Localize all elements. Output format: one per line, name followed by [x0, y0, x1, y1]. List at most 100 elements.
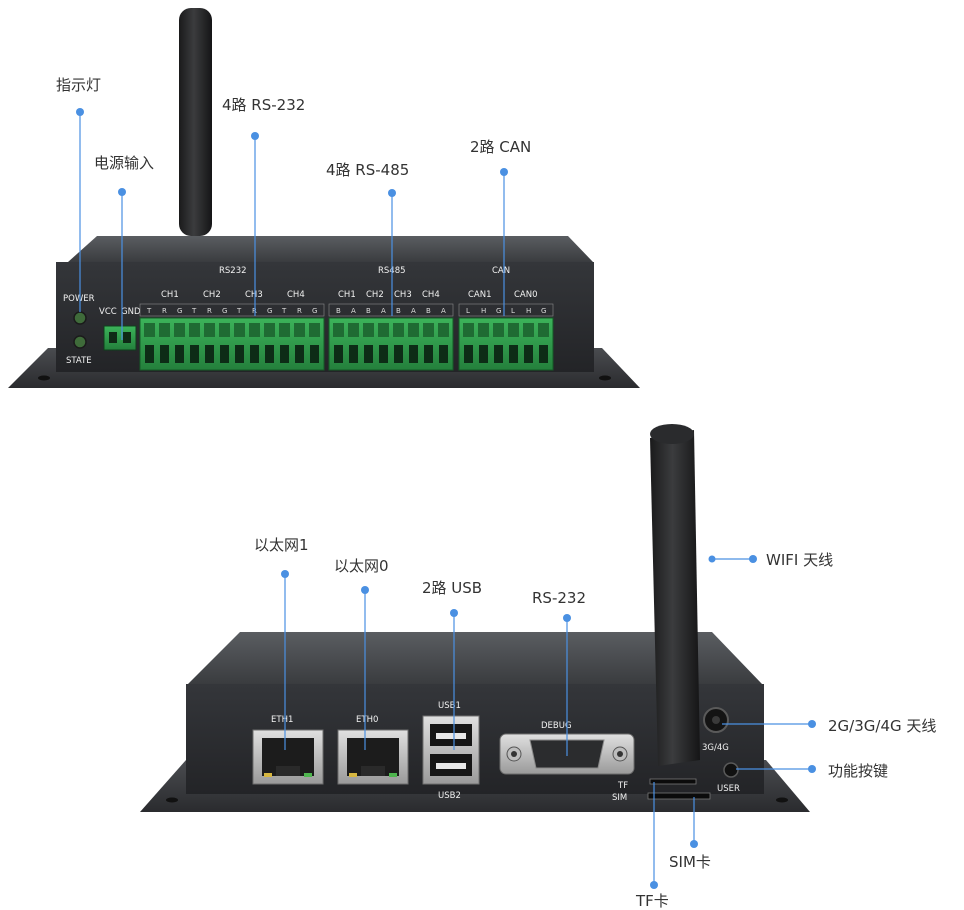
- rs232-wire-entry[interactable]: [160, 345, 169, 363]
- can-screw-slot[interactable]: [463, 323, 474, 337]
- rs485-pin-label: B: [336, 307, 341, 315]
- rs232-screw-slot[interactable]: [234, 323, 245, 337]
- debug-silk: DEBUG: [541, 721, 572, 731]
- rs232-wire-entry[interactable]: [145, 345, 154, 363]
- rs232-screw-slot[interactable]: [189, 323, 200, 337]
- callout-indicator: 指示灯: [56, 76, 101, 94]
- vcc-silk: VCC: [99, 307, 117, 317]
- can-wire-entry[interactable]: [464, 345, 473, 363]
- rs232-ch3-silk: CH3: [245, 290, 263, 300]
- rs232-wire-entry[interactable]: [175, 345, 184, 363]
- rs485-wire-entry[interactable]: [349, 345, 358, 363]
- rs232-wire-entry[interactable]: [280, 345, 289, 363]
- rs232-pin-label: R: [207, 307, 212, 315]
- rs232-pin-label: T: [236, 307, 242, 315]
- rs232-screw-slot[interactable]: [174, 323, 185, 337]
- callout-sim: SIM卡: [669, 853, 711, 871]
- leader-dot-eth0: [361, 586, 369, 594]
- rs485-wire-entry[interactable]: [439, 345, 448, 363]
- rs485-screw-slot[interactable]: [408, 323, 419, 337]
- rs232-wire-entry[interactable]: [295, 345, 304, 363]
- can1-silk: CAN1: [468, 290, 492, 300]
- leader-dot-eth1: [281, 570, 289, 578]
- rs232-wire-entry[interactable]: [310, 345, 319, 363]
- rs485-screw-slot[interactable]: [423, 323, 434, 337]
- rs232-screw-slot[interactable]: [204, 323, 215, 337]
- rs485-screw-slot[interactable]: [438, 323, 449, 337]
- can-screw-slot[interactable]: [493, 323, 504, 337]
- can-wire-entry[interactable]: [479, 345, 488, 363]
- front-antenna: [179, 8, 212, 236]
- rs485-pin-label: A: [411, 307, 416, 315]
- rs485-wire-entry[interactable]: [424, 345, 433, 363]
- rs485-wire-entry[interactable]: [409, 345, 418, 363]
- rs232-screw-slot[interactable]: [144, 323, 155, 337]
- tf-silk: TF: [617, 781, 628, 791]
- sim-card-slot[interactable]: [647, 792, 711, 800]
- can-pin-label: G: [496, 307, 501, 315]
- rs232-screw-slot[interactable]: [279, 323, 290, 337]
- leader-dot-rs485: [388, 189, 396, 197]
- leader-dot-indicator: [76, 108, 84, 116]
- antenna-3g4g-silk: 3G/4G: [702, 743, 729, 753]
- rs232-screw-slot[interactable]: [264, 323, 275, 337]
- can-wire-entry[interactable]: [509, 345, 518, 363]
- rs485-wire-entry[interactable]: [379, 345, 388, 363]
- rs232-pin-label: G: [267, 307, 272, 315]
- rs485-wire-entry[interactable]: [364, 345, 373, 363]
- rs232-pin-label: T: [146, 307, 152, 315]
- rs232-pin-frame: [139, 303, 325, 317]
- rs232-pin-label: T: [281, 307, 287, 315]
- rs232-terminal-body: [139, 317, 325, 371]
- rs232-wire-entry[interactable]: [205, 345, 214, 363]
- can-wire-entry[interactable]: [494, 345, 503, 363]
- can-pin-frame: [458, 303, 554, 317]
- can-wire-entry[interactable]: [524, 345, 533, 363]
- rs485-screw-slot[interactable]: [393, 323, 404, 337]
- rs232-terminal-block[interactable]: [139, 317, 325, 371]
- power-led: [73, 311, 87, 325]
- rs485-wire-entry[interactable]: [334, 345, 343, 363]
- eth1-port[interactable]: [252, 729, 324, 785]
- user-button[interactable]: [723, 762, 739, 778]
- rs232-wire-entry[interactable]: [235, 345, 244, 363]
- callout-power-input: 电源输入: [94, 154, 154, 172]
- rs232-wire-entry[interactable]: [220, 345, 229, 363]
- rs232-screw-slot[interactable]: [294, 323, 305, 337]
- usb-ports[interactable]: [422, 715, 480, 785]
- rs485-wire-entry[interactable]: [394, 345, 403, 363]
- rs232-wire-entry[interactable]: [265, 345, 274, 363]
- rs232-wire-entry[interactable]: [190, 345, 199, 363]
- leader-dot-function-key: [808, 765, 816, 773]
- can-wire-entry[interactable]: [539, 345, 548, 363]
- rs485-pin-label: B: [396, 307, 401, 315]
- back-device: ETH1 ETH0 USB1 USB2 DEBUG: [140, 424, 810, 812]
- can-screw-slot[interactable]: [478, 323, 489, 337]
- can-screw-slot[interactable]: [538, 323, 549, 337]
- rs232-screw-slot[interactable]: [219, 323, 230, 337]
- rs232-wire-entry[interactable]: [250, 345, 259, 363]
- rs485-pin-label: A: [351, 307, 356, 315]
- rs232-screw-slot[interactable]: [309, 323, 320, 337]
- can-terminal-block[interactable]: [458, 317, 554, 371]
- usb2-silk: USB2: [438, 791, 461, 801]
- front-top-face: [68, 236, 593, 262]
- leader-dot-wifi-b: [749, 555, 757, 563]
- rs485-screw-slot[interactable]: [333, 323, 344, 337]
- rs232-screw-slot[interactable]: [159, 323, 170, 337]
- power-input-connector[interactable]: [103, 325, 137, 351]
- eth0-port[interactable]: [337, 729, 409, 785]
- tf-card-slot[interactable]: [649, 778, 697, 785]
- rs232-ch1-silk: CH1: [161, 290, 179, 300]
- can-screw-slot[interactable]: [508, 323, 519, 337]
- rs232-screw-slot[interactable]: [249, 323, 260, 337]
- rs485-pin-label: A: [381, 307, 386, 315]
- rs485-terminal-block[interactable]: [328, 317, 454, 371]
- rs485-screw-slot[interactable]: [348, 323, 359, 337]
- state-silk: STATE: [66, 356, 92, 366]
- rs485-screw-slot[interactable]: [363, 323, 374, 337]
- can-pin-label: L: [511, 307, 515, 315]
- leader-dot-tf: [650, 881, 658, 889]
- rs485-screw-slot[interactable]: [378, 323, 389, 337]
- can-screw-slot[interactable]: [523, 323, 534, 337]
